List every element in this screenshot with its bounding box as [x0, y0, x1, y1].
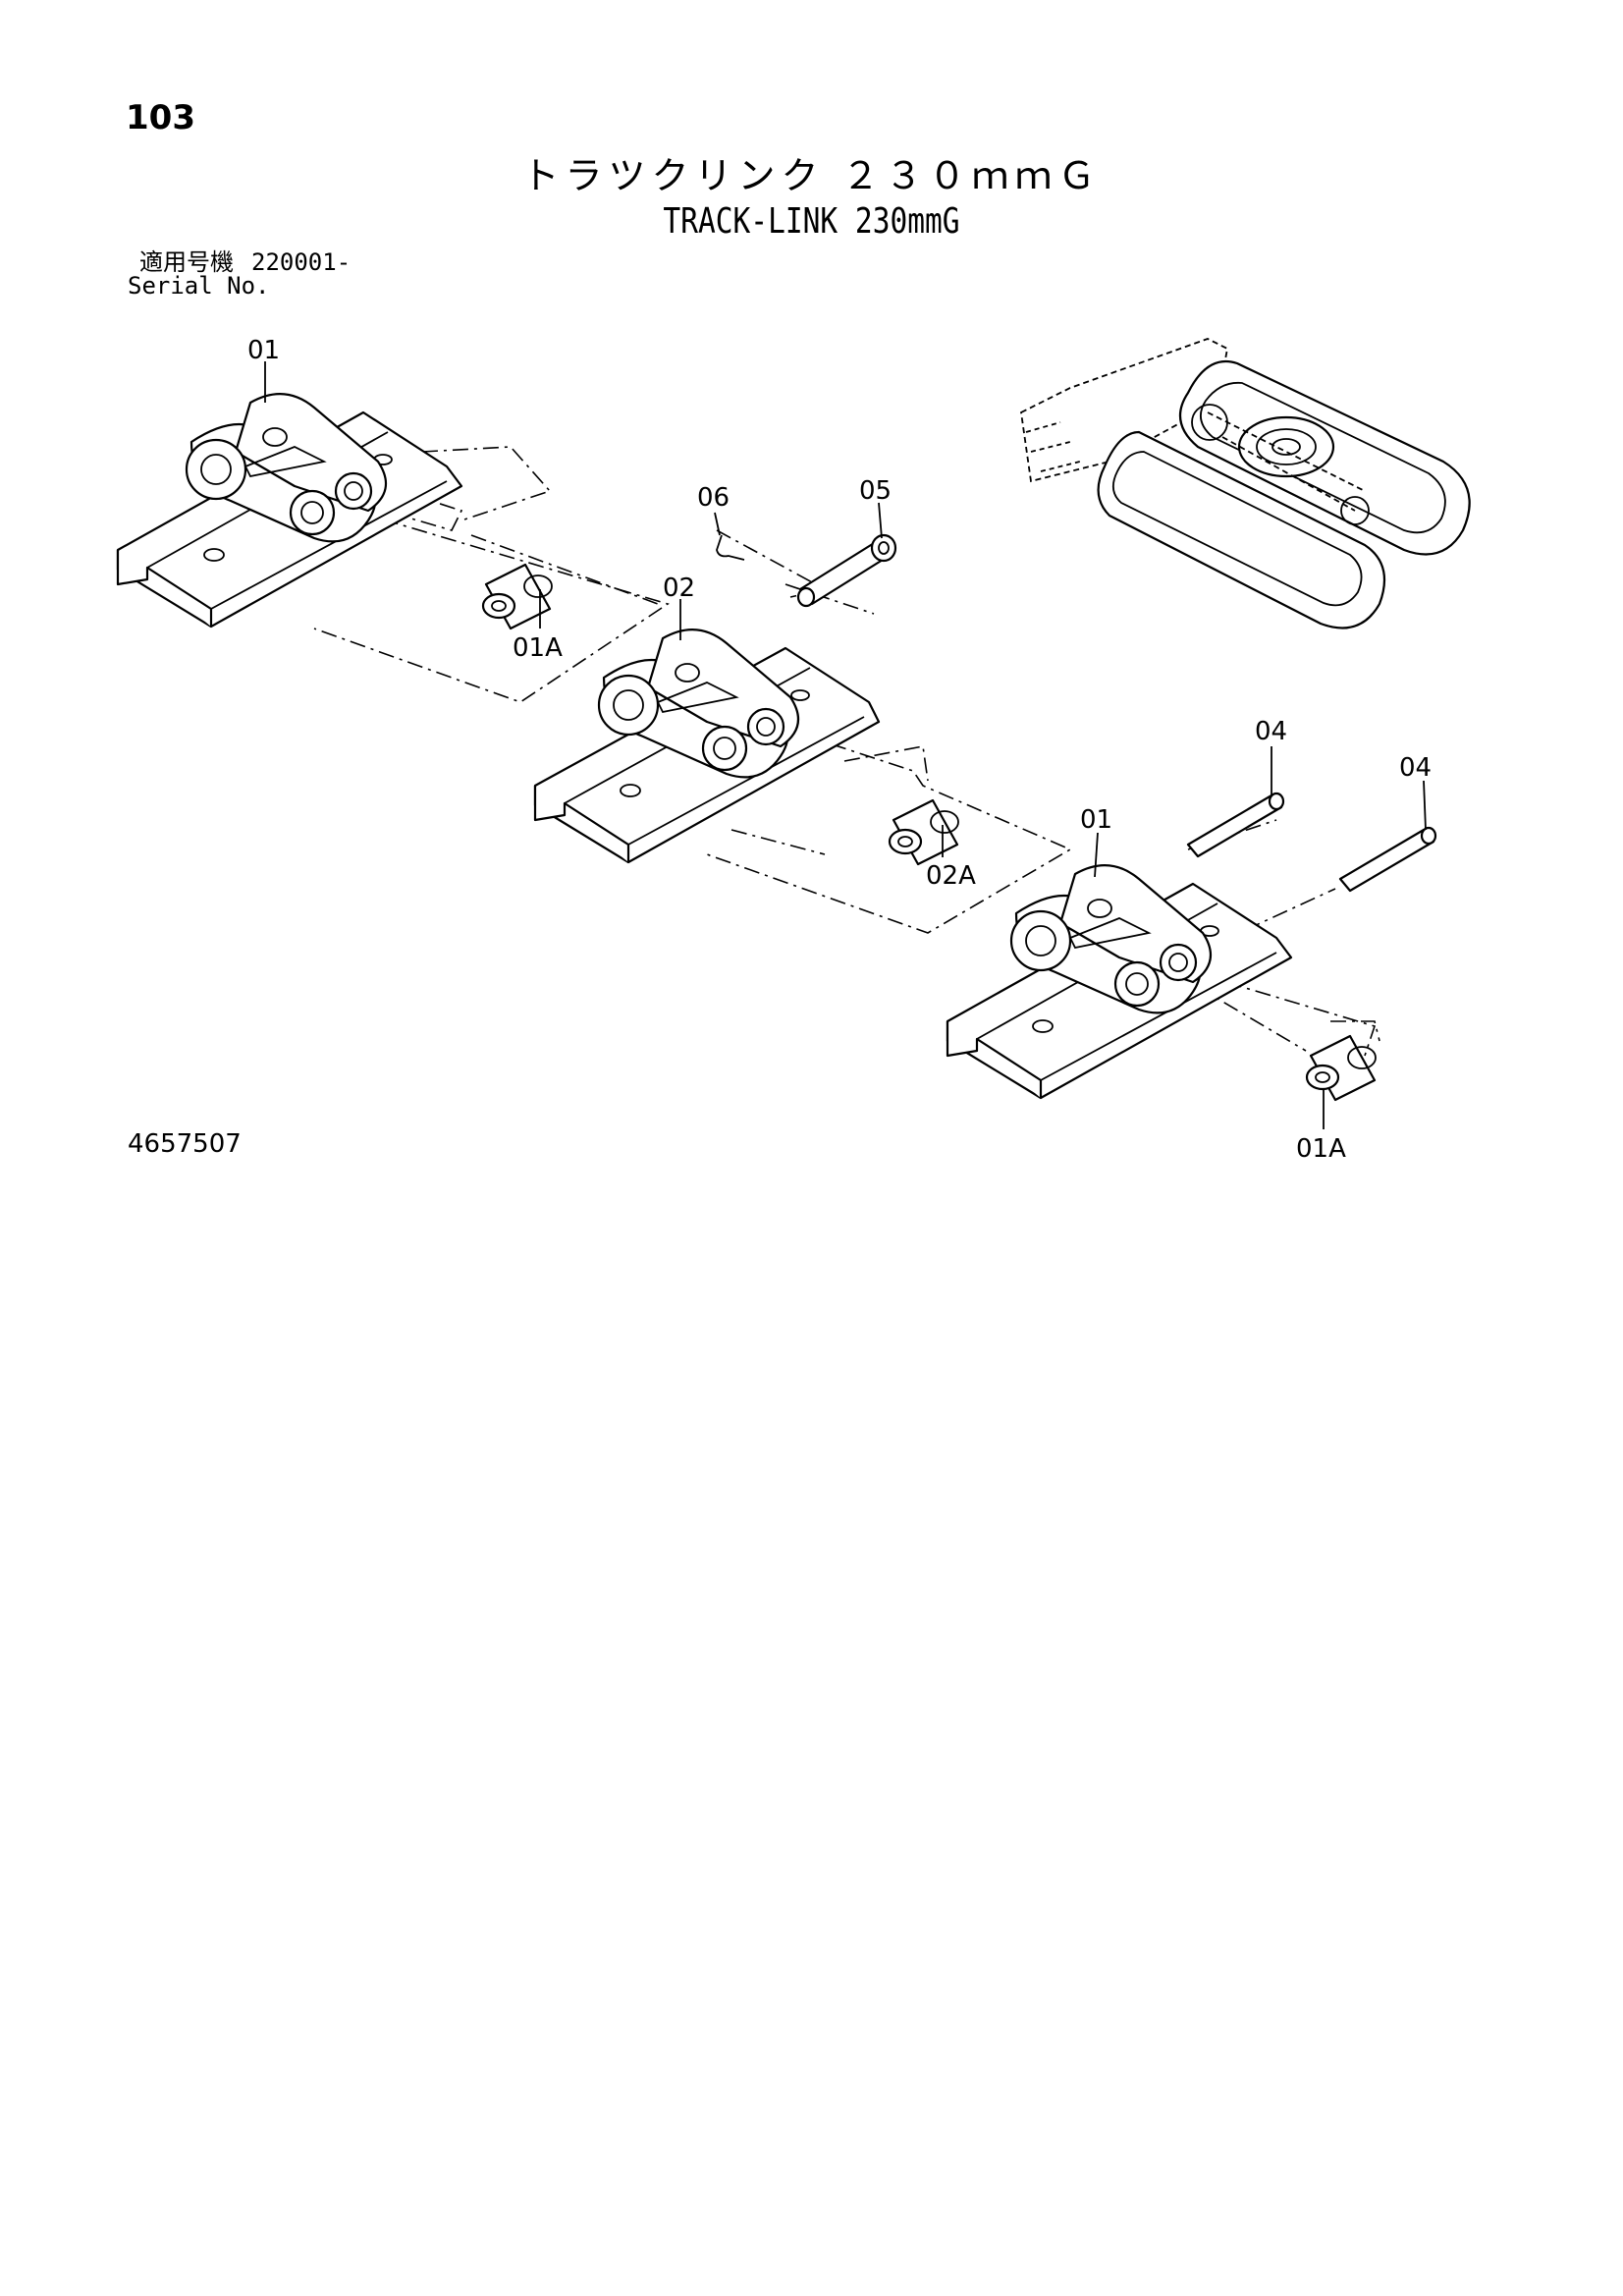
serial-range: 220001-	[251, 248, 352, 276]
callout-pin-04-a: 04	[1255, 717, 1287, 746]
leader-lines	[264, 361, 1427, 1129]
machine-inset-illustration	[1020, 338, 1471, 629]
pin-06	[716, 534, 745, 561]
serial-label-english: Serial No.	[128, 272, 270, 300]
pin-04-a	[1186, 792, 1285, 858]
callout-link-2: 02	[663, 574, 695, 603]
pin-05	[796, 533, 897, 608]
page-title-english: TRACK-LINK 230mmG	[663, 201, 960, 242]
page-title-japanese: トラツクリンク ２３０ｍｍＧ	[521, 154, 1102, 197]
callout-link-1: 01	[247, 336, 280, 365]
track-link-2	[597, 629, 800, 779]
callout-bushing-2: 02A	[926, 861, 976, 891]
callout-pin-04-b: 04	[1399, 753, 1432, 783]
track-link-3	[1009, 864, 1213, 1014]
bushing-3	[1305, 1034, 1377, 1102]
bushing-2	[888, 798, 959, 866]
drawing-number: 4657507	[128, 1129, 242, 1159]
callout-bushing-1: 01A	[513, 633, 563, 663]
assembly-centerlines	[298, 446, 1380, 1057]
page-number: 103	[126, 98, 195, 137]
pin-04-b	[1338, 826, 1437, 893]
callout-bushing-3: 01A	[1296, 1134, 1346, 1164]
serial-label-japanese: 適用号機	[139, 248, 234, 276]
callout-link-3: 01	[1080, 805, 1112, 835]
callout-pin-06: 06	[697, 483, 730, 513]
serial-info: 適用号機 220001- Serial No.	[128, 250, 351, 298]
callout-pin-05: 05	[859, 476, 892, 506]
bushing-1	[481, 563, 553, 630]
track-link-1	[185, 393, 388, 543]
